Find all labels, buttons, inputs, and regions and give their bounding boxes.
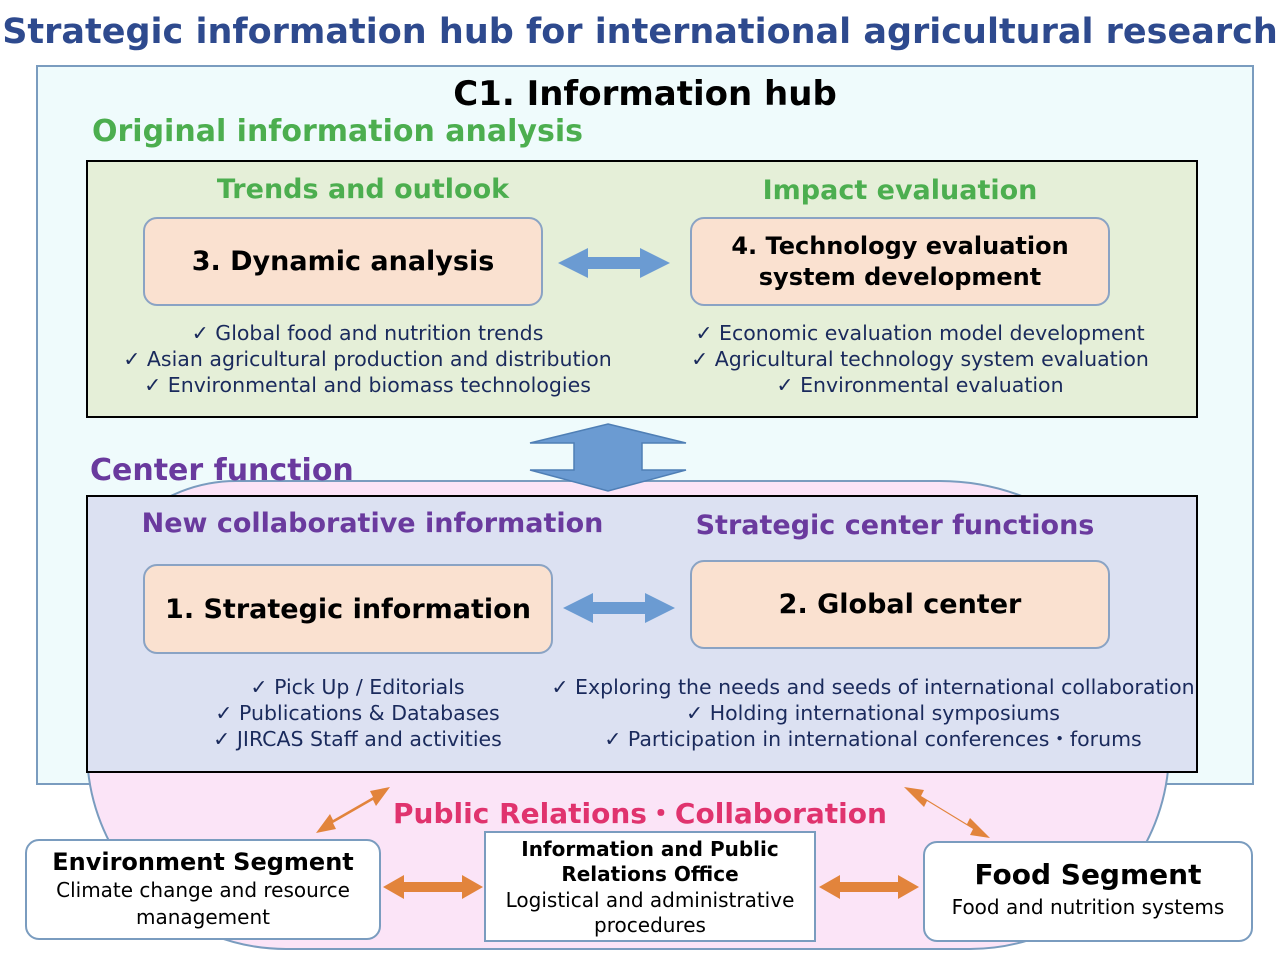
global-center-label: 2. Global center (778, 589, 1022, 620)
strategic-information-box: 1. Strategic information (143, 564, 553, 654)
technology-evaluation-box: 4. Technology evaluation system developm… (690, 217, 1110, 306)
strategic-center-bullet-list: ✓ Exploring the needs and seeds of inter… (548, 674, 1198, 752)
technology-evaluation-line1: 4. Technology evaluation (731, 231, 1069, 260)
food-segment-box: Food Segment Food and nutrition systems (923, 841, 1253, 942)
pr-office-desc-line2: procedures (594, 913, 706, 937)
environment-hub-arrow (316, 787, 390, 833)
list-item: ✓ Global food and nutrition trends (191, 321, 544, 345)
list-item: ✓ Publications & Databases (215, 701, 500, 725)
list-item: ✓ Holding international symposiums (686, 701, 1060, 725)
environment-segment-title: Environment Segment (52, 848, 354, 876)
list-item: ✓ JIRCAS Staff and activities (213, 727, 502, 751)
trends-bullet-list: ✓ Global food and nutrition trends ✓ Asi… (90, 320, 645, 398)
food-hub-arrow (904, 787, 990, 838)
environment-office-arrow (383, 875, 483, 899)
list-item: ✓ Environmental and biomass technologies (144, 373, 591, 397)
list-item: ✓ Participation in international confere… (604, 727, 1142, 751)
center-function-heading: Center function (90, 453, 354, 488)
global-center-box: 2. Global center (690, 560, 1110, 649)
list-item: ✓ Pick Up / Editorials (250, 675, 465, 699)
orange-arrows (316, 787, 990, 899)
dynamic-analysis-label: 3. Dynamic analysis (191, 246, 495, 277)
impact-bullet-list: ✓ Economic evaluation model development … (640, 320, 1200, 398)
list-item: ✓ Agricultural technology system evaluat… (691, 347, 1149, 371)
list-item: ✓ Environmental evaluation (776, 373, 1064, 397)
public-relations-heading: Public Relations・Collaboration (393, 797, 887, 830)
list-item: ✓ Exploring the needs and seeds of inter… (551, 675, 1195, 699)
environment-segment-box: Environment Segment Climate change and r… (25, 839, 381, 940)
strategic-global-double-arrow (563, 593, 675, 623)
food-segment-desc: Food and nutrition systems (951, 895, 1225, 919)
food-segment-title: Food Segment (974, 858, 1202, 891)
trends-heading: Trends and outlook (216, 174, 510, 205)
impact-heading: Impact evaluation (762, 175, 1038, 206)
list-item: ✓ Economic evaluation model development (695, 321, 1145, 345)
dynamic-technology-double-arrow (558, 248, 670, 278)
environment-segment-desc-line2: management (136, 905, 270, 929)
analysis-heading: Original information analysis (92, 114, 583, 149)
collaborative-bullet-list: ✓ Pick Up / Editorials ✓ Publications & … (200, 674, 515, 752)
pr-office-box: Information and Public Relations Office … (484, 831, 816, 942)
list-item: ✓ Asian agricultural production and dist… (123, 347, 612, 371)
dynamic-analysis-box: 3. Dynamic analysis (143, 217, 543, 306)
analysis-center-double-arrow (529, 423, 687, 492)
pr-office-desc-line1: Logistical and administrative (505, 888, 795, 912)
pr-office-title-line2: Relations Office (561, 862, 739, 886)
office-food-arrow (819, 875, 919, 899)
technology-evaluation-line2: system development (758, 262, 1042, 291)
diagram-title: Strategic information hub for internatio… (2, 12, 1278, 52)
environment-segment-desc-line1: Climate change and resource (56, 878, 350, 902)
collaborative-heading: New collaborative information (141, 508, 604, 539)
strategic-information-label: 1. Strategic information (165, 593, 531, 625)
hub-title: C1. Information hub (453, 74, 837, 114)
pr-office-title-line1: Information and Public (521, 837, 779, 861)
strategic-center-heading: Strategic center functions (695, 510, 1095, 541)
